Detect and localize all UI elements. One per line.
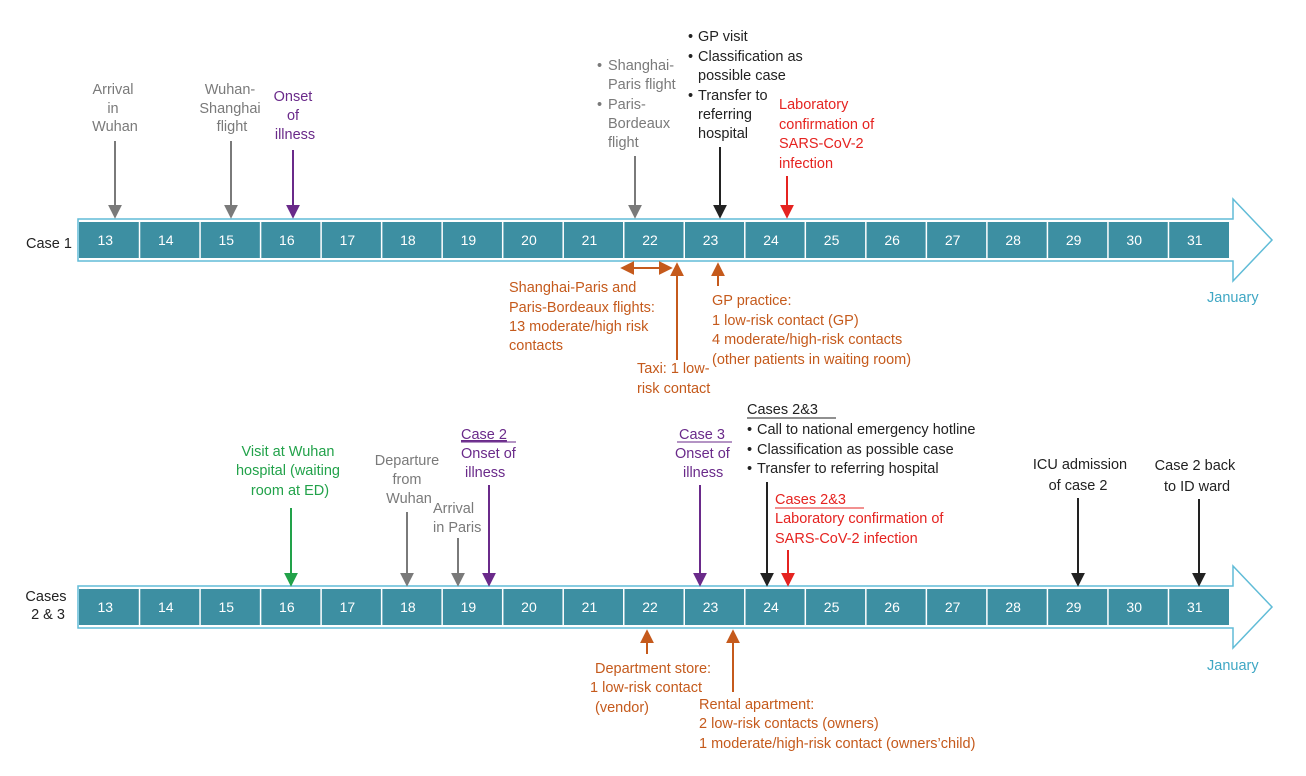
day-label: 24 <box>763 599 779 615</box>
day-label: 26 <box>884 232 900 248</box>
svg-text:Wuhan- Shanghai: Wuhan- Shanghai flight <box>199 82 264 135</box>
row-label-case-1: Case 1 <box>26 236 72 252</box>
event-cases-2-3-lab-confirmation: Cases 2&3 Laboratory confirmation of SAR… <box>775 492 947 587</box>
svg-text:Departure from: Departure from Wuhan <box>375 453 444 507</box>
day-label: 20 <box>521 599 537 615</box>
day-label: 16 <box>279 232 295 248</box>
day-label: 27 <box>945 599 961 615</box>
day-label: 20 <box>521 232 537 248</box>
timeline-1-fill <box>79 222 1229 258</box>
day-label: 30 <box>1126 599 1142 615</box>
event-departure-from-wuhan: Departure from Wuhan <box>375 453 444 587</box>
event-case-2-onset: Case 2 Onset of illness <box>461 427 520 587</box>
event-rental-apartment-contacts: Rental apartment: 2 low-risk contacts (o… <box>699 629 975 752</box>
event-gp-practice-contacts: GP practice: 1 low-risk contact (GP) 4 m… <box>711 262 911 368</box>
event-gp-visit: •GP visit •Classification as possible ca… <box>688 29 807 219</box>
day-label: 25 <box>824 599 840 615</box>
svg-text:Department store: 1 lo: Department store: 1 low-risk contact (ve… <box>590 661 715 716</box>
event-case-2-back-to-id-ward: Case 2 back to ID ward <box>1155 458 1240 587</box>
day-label: 22 <box>642 599 658 615</box>
day-label: 16 <box>279 599 295 615</box>
svg-text:Shanghai-Paris and Par: Shanghai-Paris and Paris-Bordeaux flight… <box>509 280 659 354</box>
day-label: 14 <box>158 599 174 615</box>
event-icu-admission-case-2: ICU admission of case 2 <box>1033 457 1131 587</box>
day-label: 15 <box>219 232 235 248</box>
svg-text:Taxi: 1 low- risk cont: Taxi: 1 low- risk contact <box>637 361 714 397</box>
day-label: 21 <box>582 599 598 615</box>
svg-text:Visit at Wuhan hospita: Visit at Wuhan hospital (waiting room at… <box>236 444 344 499</box>
event-taxi-contact: Taxi: 1 low- risk contact <box>637 262 714 397</box>
day-label: 18 <box>400 232 416 248</box>
day-label: 23 <box>703 232 719 248</box>
svg-text:ICU admission of case: ICU admission of case 2 <box>1033 457 1131 494</box>
svg-text:Case 3 Onset of: Case 3 Onset of illness <box>675 427 734 481</box>
event-department-store-contact: Department store: 1 low-risk contact (ve… <box>590 629 715 716</box>
day-label: 24 <box>763 232 779 248</box>
event-cases-2-3-hotline: Cases 2&3 •Call to national emergency ho… <box>747 402 979 587</box>
day-label: 29 <box>1066 232 1082 248</box>
timeline-1-bar: 13 14 15 16 17 18 19 20 21 22 23 24 25 26 27 28 29 30 31 <box>77 197 1274 283</box>
event-arrival-in-paris: Arrival in Paris <box>433 501 481 587</box>
svg-text:Arrival in Paris: Arrival in Paris <box>433 501 481 536</box>
svg-text:Rental apartment: 2 lo: Rental apartment: 2 low-risk contacts (o… <box>699 697 975 752</box>
timeline-2-bar: 13 14 15 16 17 18 19 20 21 22 23 24 25 26 27 28 29 30 31 <box>77 564 1274 650</box>
svg-text:Cases 2&3 Laboratory c: Cases 2&3 Laboratory confirmation of SAR… <box>775 492 947 547</box>
day-label: 26 <box>884 599 900 615</box>
day-label: 22 <box>642 232 658 248</box>
event-case-3-onset: Case 3 Onset of illness <box>675 427 734 587</box>
month-label-2: January <box>1207 658 1259 674</box>
event-lab-confirmation-case-1: Laboratory confirmation of SARS-CoV-2 in… <box>779 97 878 219</box>
svg-text:GP practice: 1 low-ris: GP practice: 1 low-risk contact (GP) 4 m… <box>712 293 911 368</box>
svg-text:Onset of illne: Onset of illness <box>274 89 317 143</box>
day-label: 15 <box>219 599 235 615</box>
event-arrival-in-wuhan: Arrival in Wuhan <box>92 82 138 219</box>
day-label: 31 <box>1187 232 1203 248</box>
day-label: 14 <box>158 232 174 248</box>
event-visit-wuhan-hospital: Visit at Wuhan hospital (waiting room at… <box>236 444 344 587</box>
day-label: 25 <box>824 232 840 248</box>
day-label: 21 <box>582 232 598 248</box>
svg-text:Case 2 Onset of: Case 2 Onset of illness <box>461 427 520 481</box>
event-flight-contacts: Shanghai-Paris and Paris-Bordeaux flight… <box>509 261 673 354</box>
svg-text:Arrival in Wuh: Arrival in Wuhan <box>92 82 138 135</box>
row-label-cases-2-3: Cases 2 & 3 <box>25 589 70 623</box>
day-label: 18 <box>400 599 416 615</box>
day-label: 13 <box>97 599 113 615</box>
day-label: 19 <box>461 599 477 615</box>
event-onset-of-illness-case-1: Onset of illness <box>274 89 317 219</box>
day-label: 17 <box>340 599 356 615</box>
event-wuhan-shanghai-flight: Wuhan- Shanghai flight <box>199 82 264 219</box>
event-shanghai-paris-bordeaux-flights: •Shanghai- Paris flight •Paris- Bordeaux… <box>597 58 680 219</box>
svg-text:Laboratory confirmatio: Laboratory confirmation of SARS-CoV-2 in… <box>779 97 878 172</box>
day-label: 17 <box>340 232 356 248</box>
svg-text:•Shanghai- Paris fligh: •Shanghai- Paris flight •Paris- Bordeaux… <box>597 58 680 151</box>
day-label: 23 <box>703 599 719 615</box>
timeline-cases-2-3: Cases 2 & 3 13 14 15 16 17 18 19 20 21 22 23 24 25 26… <box>25 402 1274 752</box>
day-label: 29 <box>1066 599 1082 615</box>
svg-text:Cases 2&3 •Call to nat: Cases 2&3 •Call to national emergency ho… <box>747 402 979 477</box>
day-label: 19 <box>461 232 477 248</box>
day-label: 27 <box>945 232 961 248</box>
timeline-case-1: Case 1 13 14 15 16 17 18 19 20 21 22 23 24 25 26 27 28 2… <box>26 29 1274 397</box>
day-label: 30 <box>1126 232 1142 248</box>
day-label: 31 <box>1187 599 1203 615</box>
day-label: 28 <box>1005 599 1021 615</box>
svg-text:•GP visit •Classificat: •GP visit •Classification as possible ca… <box>688 29 807 142</box>
timeline-2-fill <box>79 589 1229 625</box>
month-label-1: January <box>1207 290 1259 306</box>
day-label: 28 <box>1005 232 1021 248</box>
svg-text:Case 2 back to ID ward: Case 2 back to ID ward <box>1155 458 1240 495</box>
day-label: 13 <box>97 232 113 248</box>
